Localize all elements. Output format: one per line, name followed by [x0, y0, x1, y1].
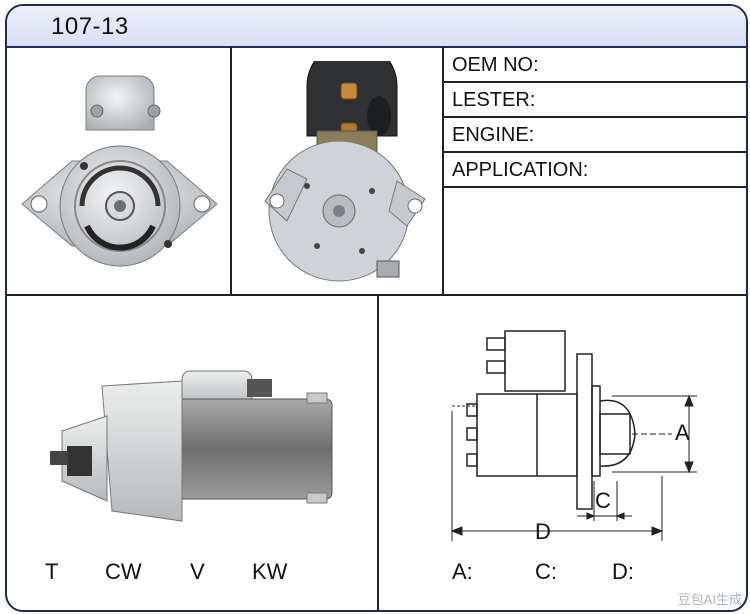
- dimension-c-value-label: C:: [535, 559, 557, 584]
- spec-sheet: 107-13 OEM NO: LESTER: ENGINE: APPLICATI…: [5, 4, 748, 612]
- spec-cw-label: CW: [105, 559, 142, 584]
- starter-side-view-image: [264, 61, 426, 282]
- spec-kw-label: KW: [252, 559, 288, 584]
- spec-label-application: APPLICATION:: [452, 159, 589, 181]
- spec-label-engine: ENGINE:: [452, 124, 535, 146]
- spec-label-lester: LESTER:: [452, 89, 536, 111]
- dimension-label-d: D: [535, 519, 551, 544]
- spec-row-lester: LESTER:: [444, 83, 746, 118]
- starter-perspective-image: [50, 370, 333, 522]
- motor-body-outline: [476, 393, 578, 477]
- dimension-a-value-label: A:: [452, 559, 473, 584]
- divider-side-specs: [442, 46, 444, 294]
- solenoid-outline: [504, 330, 566, 392]
- dimension-d-value-label: D:: [612, 559, 634, 584]
- part-number-title: 107-13: [51, 13, 129, 40]
- divider-front-side: [230, 46, 232, 294]
- header-bar: 107-13: [7, 6, 746, 48]
- dimension-label-a: A: [675, 420, 690, 445]
- spec-row-engine: ENGINE:: [444, 118, 746, 153]
- watermark: 豆包AI生成: [677, 592, 742, 607]
- divider-bottom: [377, 296, 379, 610]
- starter-front-view-image: [21, 75, 218, 267]
- spec-row-application: APPLICATION:: [444, 153, 746, 188]
- dimension-label-c: C: [595, 488, 611, 513]
- spec-row-oem: OEM NO:: [444, 48, 746, 83]
- divider-middle: [7, 294, 746, 296]
- dimension-diagram: [450, 330, 697, 541]
- spec-t-label: T: [45, 559, 59, 584]
- spec-v-label: V: [190, 559, 205, 584]
- spec-label-oem: OEM NO:: [452, 54, 539, 76]
